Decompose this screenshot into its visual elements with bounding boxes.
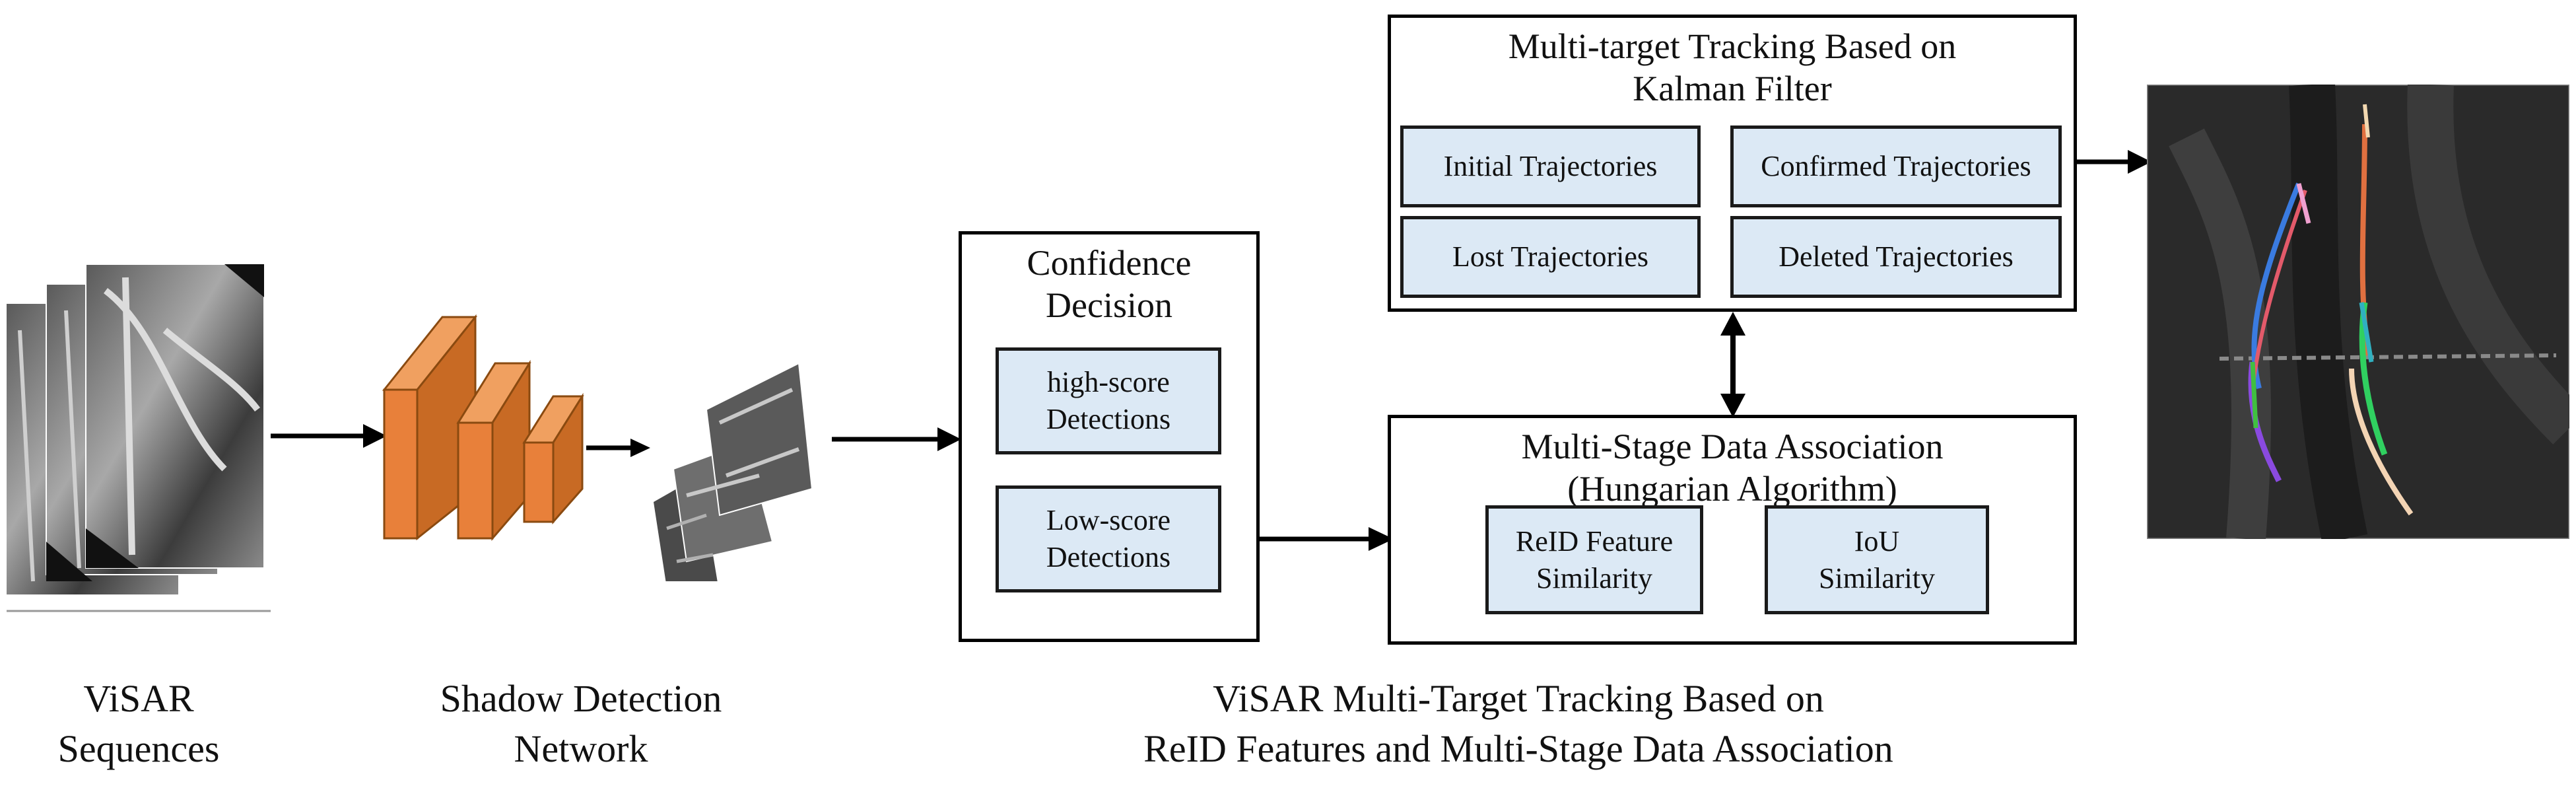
arrow-to-network xyxy=(271,424,387,448)
shadow-detection-network-graphic xyxy=(382,314,813,581)
visar-sequences-caption: ViSAR Sequences xyxy=(57,677,220,770)
visar-sequence-images xyxy=(7,264,271,612)
arrow-to-association xyxy=(1258,527,1394,551)
bidirectional-arrow xyxy=(1720,312,1746,417)
shadow-detection-caption: Shadow Detection Network xyxy=(440,677,722,770)
arrow-to-confidence xyxy=(832,427,961,451)
deleted-trajectories: Deleted Trajectories xyxy=(1730,216,2062,298)
lost-trajectories: Lost Trajectories xyxy=(1400,216,1701,298)
initial-trajectories: Initial Trajectories xyxy=(1400,125,1701,207)
tracking-result-image xyxy=(2147,85,2569,539)
confirmed-trajectories: Confirmed Trajectories xyxy=(1730,125,2062,207)
arrow-to-result xyxy=(2075,150,2152,174)
confidence-decision-title: Confidence Decision xyxy=(1027,243,1192,325)
tracking-method-caption: ViSAR Multi-Target Tracking Based on ReI… xyxy=(1143,677,1893,770)
data-association-title: Multi-Stage Data Association (Hungarian … xyxy=(1521,427,1944,509)
kalman-tracking-title: Multi-target Tracking Based on Kalman Fi… xyxy=(1508,26,1957,108)
